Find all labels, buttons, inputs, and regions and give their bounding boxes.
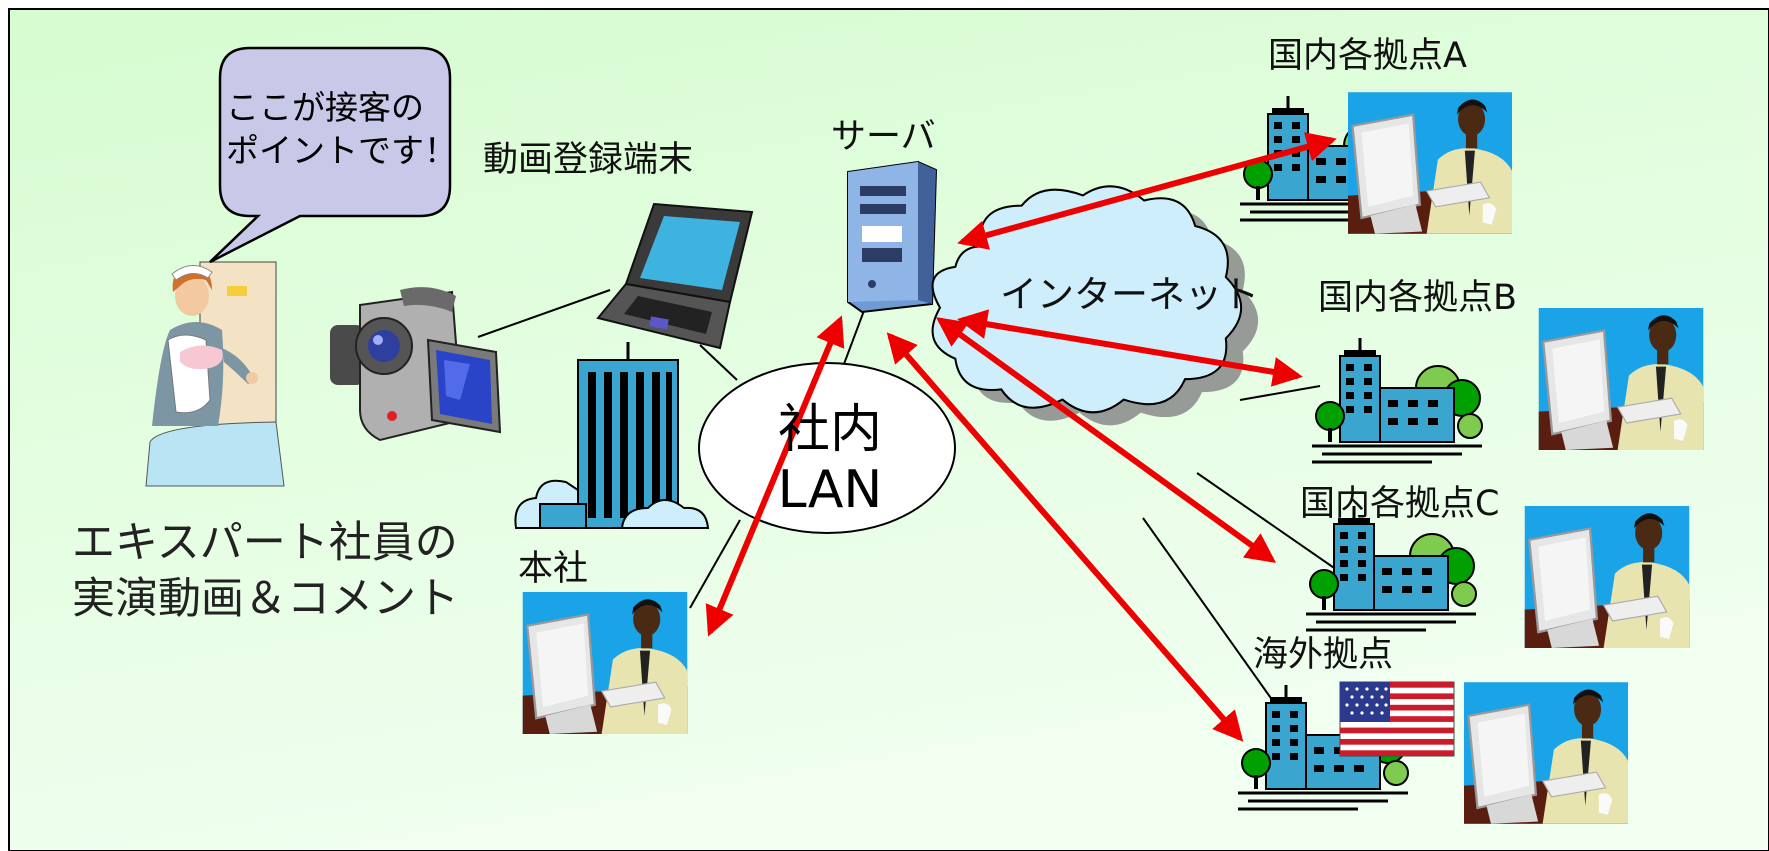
server-label: サーバ: [831, 117, 936, 157]
arrow-server-overseas: [886, 332, 1244, 742]
expert-caption: エキスパート社員の 実演動画＆コメント: [72, 515, 459, 627]
laptop-icon: [596, 202, 754, 350]
site-c-label: 国内各拠点C: [1300, 484, 1500, 524]
office-worker-icon: [1538, 308, 1704, 450]
site-a-label: 国内各拠点A: [1268, 36, 1467, 76]
headquarters-label: 本社: [518, 549, 589, 589]
us-flag-icon: [1339, 681, 1455, 757]
lan-label-line-2: LAN: [777, 460, 883, 520]
speech-bubble: [209, 46, 452, 264]
camcorder-icon: [330, 287, 502, 442]
internet-label: インターネット: [1000, 273, 1259, 316]
server-icon: [847, 160, 938, 314]
caption-line-2: 実演動画＆コメント: [72, 574, 459, 624]
office-tower-icon: [514, 342, 710, 529]
lan-label-line-1: 社内: [777, 400, 882, 460]
lan-label: 社内 LAN: [735, 400, 925, 520]
office-worker-icon: [1524, 506, 1690, 648]
office-worker-icon: [1348, 92, 1512, 234]
speech-line-1: ここが接客の: [226, 88, 424, 127]
office-worker-icon: [522, 592, 688, 734]
maid-icon: [145, 261, 285, 487]
arrow-server-site-a: [957, 132, 1337, 250]
speech-line-2: ポイントです！: [226, 131, 457, 170]
data-flow-arrows: [705, 132, 1337, 742]
speech-bubble-text: ここが接客の ポイントです！: [226, 86, 457, 172]
office-worker-icon: [1464, 682, 1628, 824]
site-b-label: 国内各拠点B: [1318, 278, 1518, 318]
arrow-server-headquarters: [705, 315, 845, 637]
overseas-label: 海外拠点: [1253, 635, 1394, 675]
video-terminal-label: 動画登録端末: [483, 140, 694, 180]
caption-line-1: エキスパート社員の: [72, 518, 458, 568]
